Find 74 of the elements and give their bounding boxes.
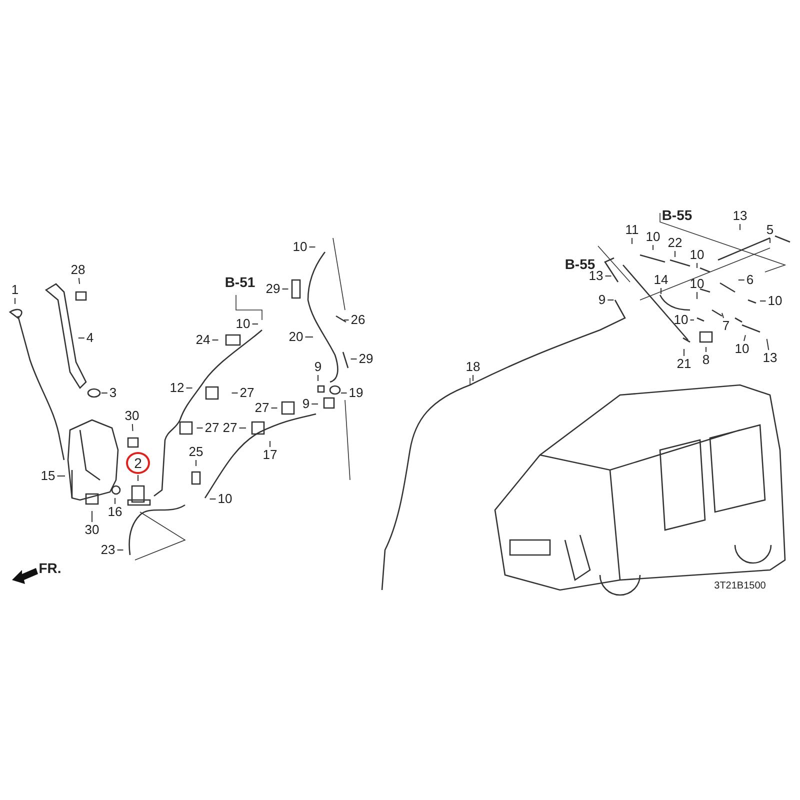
leader-line [100, 392, 108, 394]
leader-line [766, 338, 770, 350]
leader-line [652, 244, 654, 250]
callout-number: 7 [721, 319, 731, 333]
callout-number: 27 [222, 421, 238, 435]
callout-number: 13 [588, 269, 604, 283]
leader-line [209, 498, 216, 500]
leader-line [308, 246, 316, 248]
leader-line [744, 334, 746, 342]
callout-number: 10 [688, 277, 706, 291]
callout-number: 20 [288, 330, 304, 344]
reference-code: B-55 [662, 207, 692, 223]
callout-number: 21 [676, 357, 692, 371]
callout-number: 25 [188, 445, 204, 459]
callout-number: 15 [40, 469, 56, 483]
callout-number: 10 [644, 230, 662, 244]
callout-number: 23 [100, 543, 116, 557]
callout-number: 17 [262, 448, 278, 462]
callout-number: 14 [652, 273, 670, 287]
callout-number: 28 [70, 263, 86, 277]
callout-number: 3 [108, 386, 118, 400]
callout-number: 10 [216, 492, 234, 506]
callout-number: 1 [10, 283, 20, 297]
callout-number: 27 [238, 386, 256, 400]
callout-number: 13 [762, 351, 778, 365]
leader-line [304, 336, 314, 338]
leader-line [660, 288, 662, 294]
leader-line [696, 292, 698, 300]
callout-number: 5 [765, 223, 775, 237]
callout-number: 22 [666, 236, 684, 250]
leader-line [760, 300, 766, 302]
callout-number: 11 [624, 223, 640, 237]
leader-line [114, 498, 116, 504]
callout-number: 10 [672, 313, 690, 327]
callout-number: 24 [194, 333, 212, 347]
callout-number: 29 [264, 282, 282, 296]
callout-number: 4 [85, 331, 95, 345]
callout-number: 8 [701, 353, 711, 367]
callout-number: 12 [168, 381, 186, 395]
leader-line [472, 374, 474, 382]
callout-number: 9 [313, 360, 323, 374]
callout-number: 18 [464, 360, 482, 374]
reference-code: B-55 [564, 256, 596, 272]
leader-line [78, 278, 80, 284]
drawing-number: 3T21B1500 [714, 580, 766, 592]
callout-number: 10 [234, 317, 252, 331]
leader-line [340, 392, 348, 394]
callout-number: 2 [126, 452, 150, 474]
callout-number: 29 [358, 352, 374, 366]
callout-number: 13 [732, 209, 748, 223]
callout-number: 30 [84, 523, 100, 537]
leader-line [132, 424, 134, 432]
leader-line [231, 392, 238, 394]
callout-number: 16 [106, 505, 124, 519]
callout-number: 9 [301, 397, 311, 411]
callout-number: 10 [688, 248, 706, 262]
leader-line [14, 298, 16, 304]
callout-number: 27 [254, 401, 270, 415]
leader-line [674, 250, 676, 258]
leader-line [722, 312, 724, 318]
leader-line [696, 262, 698, 268]
callout-number: 19 [348, 386, 364, 400]
callout-number: 9 [597, 293, 607, 307]
callout-number: 10 [292, 240, 308, 254]
direction-label: FR. [38, 560, 62, 576]
callout-number: 30 [124, 409, 140, 423]
callout-number: 27 [204, 421, 220, 435]
leader-line [282, 288, 289, 290]
reference-code: B-51 [224, 274, 256, 290]
callout-number: 10 [734, 342, 750, 356]
callout-number: 6 [745, 273, 755, 287]
callout-number: 10 [766, 294, 784, 308]
callout-number: 26 [350, 313, 366, 327]
leader-line [350, 358, 358, 360]
